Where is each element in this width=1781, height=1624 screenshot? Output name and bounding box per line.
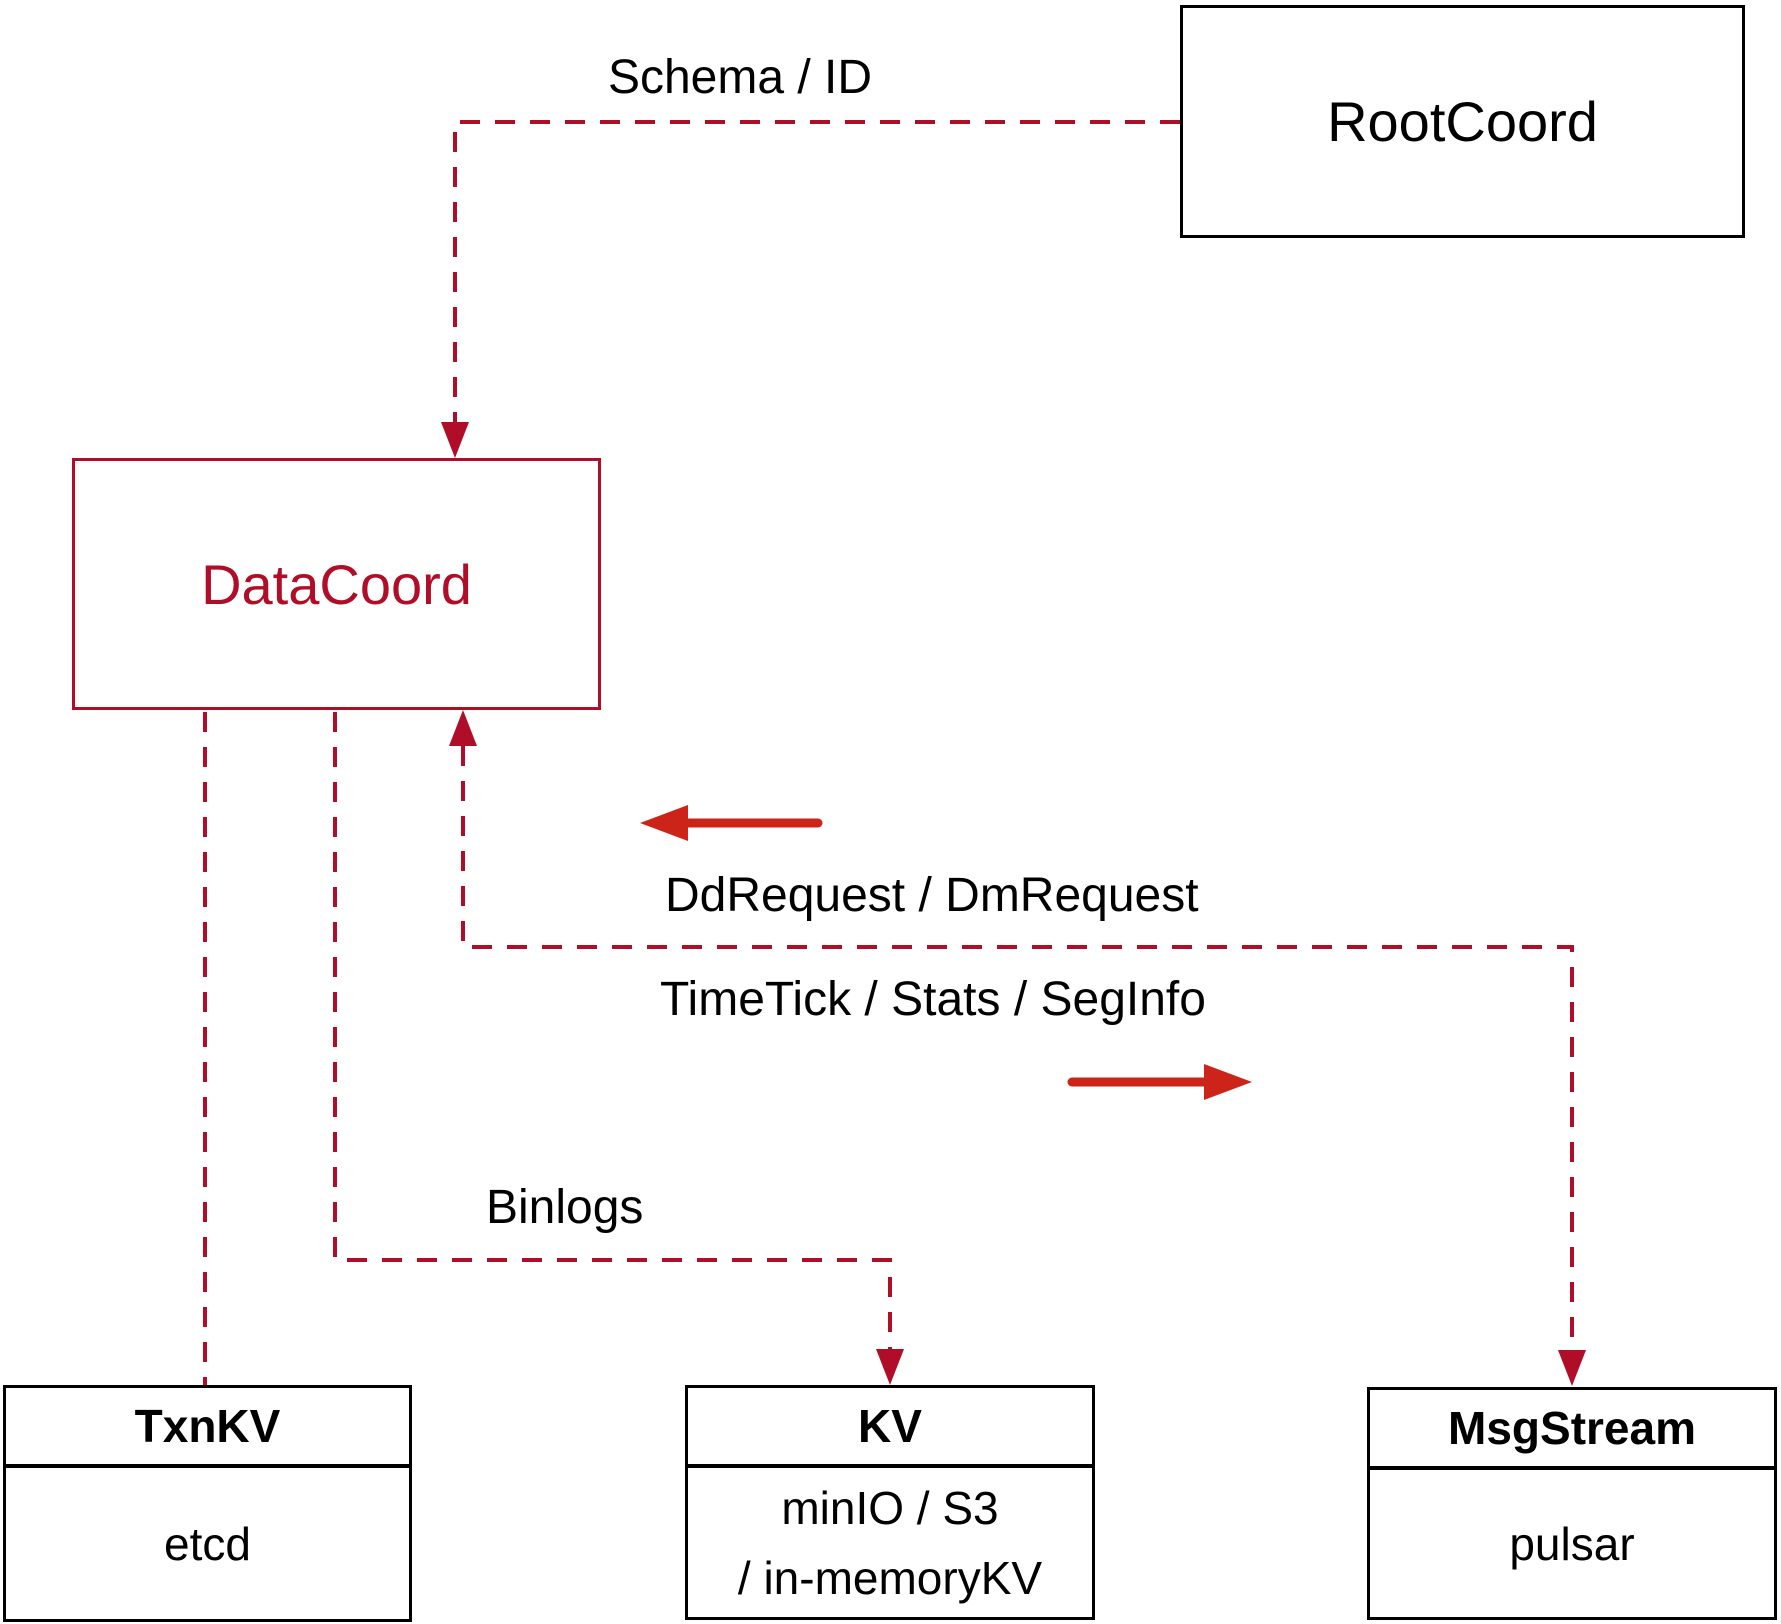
edge-request-bus-path <box>461 746 1574 1350</box>
node-kv: KV minIO / S3 / in-memoryKV <box>685 1385 1095 1620</box>
arrowhead-datacoord-top-icon <box>441 422 469 458</box>
label-binlogs: Binlogs <box>486 1181 644 1234</box>
node-txnkv: TxnKV etcd <box>3 1385 412 1622</box>
node-txnkv-title: TxnKV <box>6 1388 409 1468</box>
arrow-left-icon <box>640 805 688 841</box>
arrowhead-datacoord-bottom-icon <box>449 710 477 746</box>
node-msgstream: MsgStream pulsar <box>1367 1387 1777 1620</box>
node-kv-body-line1: minIO / S3 <box>781 1481 999 1534</box>
label-schema-id: Schema / ID <box>607 51 873 104</box>
arrowhead-msgstream-top-icon <box>1558 1350 1586 1386</box>
arrowhead-kv-top-icon <box>876 1349 904 1385</box>
node-datacoord: DataCoord <box>72 458 601 710</box>
edge-binlogs-path <box>333 712 892 1350</box>
node-datacoord-label: DataCoord <box>201 552 472 616</box>
edge-schema-id-path <box>453 120 1180 424</box>
label-ddrequest-dmrequest: DdRequest / DmRequest <box>665 869 1199 922</box>
node-kv-body: minIO / S3 / in-memoryKV <box>688 1468 1092 1617</box>
node-txnkv-body: etcd <box>164 1517 251 1570</box>
label-timetick-stats-seginfo: TimeTick / Stats / SegInfo <box>660 973 1206 1026</box>
node-rootcoord-label: RootCoord <box>1327 90 1598 153</box>
node-msgstream-title: MsgStream <box>1370 1390 1774 1470</box>
node-kv-title: KV <box>688 1388 1092 1468</box>
node-msgstream-body: pulsar <box>1509 1517 1635 1570</box>
node-rootcoord: RootCoord <box>1180 5 1745 238</box>
arrow-right-icon <box>1204 1064 1252 1100</box>
node-kv-body-line2: / in-memoryKV <box>737 1551 1043 1604</box>
